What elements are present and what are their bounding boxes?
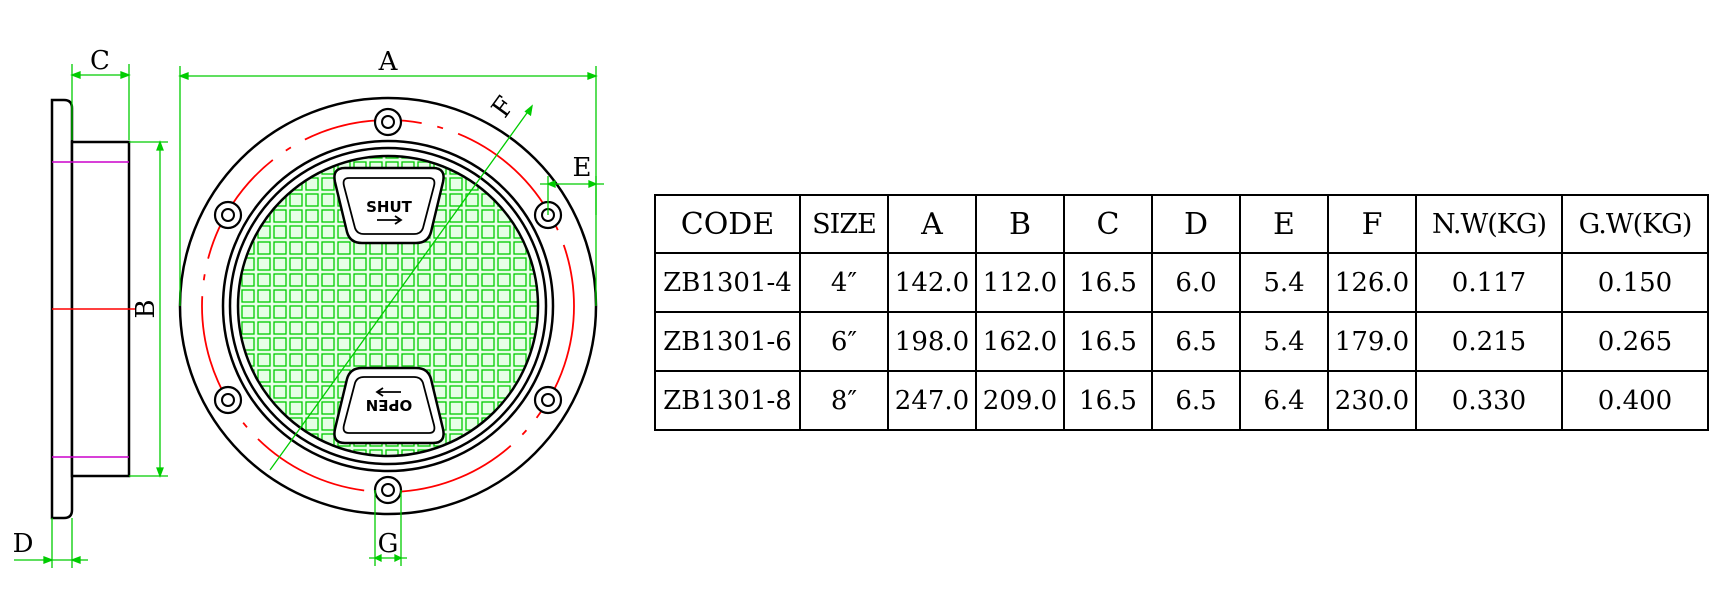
table-row: ZB1301-8 8″ 247.0 209.0 16.5 6.5 6.4 230… <box>654 370 1709 431</box>
header-gross-weight: G.W(KG) <box>1561 194 1709 254</box>
cell-b: 209.0 <box>975 370 1065 431</box>
header-c: C <box>1063 194 1153 254</box>
table-header-row: CODE SIZE A B C D E F N.W(KG) G.W(KG) <box>654 194 1709 254</box>
lid-outer-ring <box>228 146 548 466</box>
cell-gross-weight: 0.150 <box>1561 252 1709 313</box>
cell-c: 16.5 <box>1063 370 1153 431</box>
cell-f: 126.0 <box>1327 252 1417 313</box>
dimension-f <box>269 104 533 471</box>
cell-size: 6″ <box>799 311 889 372</box>
cell-a: 247.0 <box>887 370 977 431</box>
table-row: ZB1301-6 6″ 198.0 162.0 16.5 6.5 5.4 179… <box>654 311 1709 372</box>
dimension-b-label: B <box>131 299 161 318</box>
dimension-a-label: A <box>378 47 399 77</box>
header-code: CODE <box>654 194 801 254</box>
cell-size: 8″ <box>799 370 889 431</box>
header-d: D <box>1151 194 1241 254</box>
dimension-g-label: G <box>378 529 399 559</box>
cell-code: ZB1301-8 <box>654 370 801 431</box>
cell-e: 6.4 <box>1239 370 1329 431</box>
dimension-c <box>70 64 131 140</box>
open-grip-pad: OPEN <box>333 366 445 445</box>
deck-plate-drawing: C B D SHUT <box>13 46 604 568</box>
screw-hole <box>533 385 563 415</box>
cell-net-weight: 0.215 <box>1415 311 1563 372</box>
cell-code: ZB1301-6 <box>654 311 801 372</box>
dimension-e <box>540 176 604 215</box>
table-row: ZB1301-4 4″ 142.0 112.0 16.5 6.0 5.4 126… <box>654 252 1709 313</box>
cell-net-weight: 0.117 <box>1415 252 1563 313</box>
header-a: A <box>887 194 977 254</box>
cell-f: 230.0 <box>1327 370 1417 431</box>
specification-table: CODE SIZE A B C D E F N.W(KG) G.W(KG) ZB… <box>654 194 1709 431</box>
header-net-weight: N.W(KG) <box>1415 194 1563 254</box>
dimension-e-label: E <box>573 153 592 183</box>
screw-hole <box>213 200 243 230</box>
header-e: E <box>1239 194 1329 254</box>
cell-f: 179.0 <box>1327 311 1417 372</box>
cell-d: 6.0 <box>1151 252 1241 313</box>
header-f: F <box>1327 194 1417 254</box>
cell-e: 5.4 <box>1239 252 1329 313</box>
dimension-b <box>129 140 168 478</box>
arrow-right-icon <box>375 387 401 397</box>
screw-hole <box>213 385 243 415</box>
cell-c: 16.5 <box>1063 252 1153 313</box>
cell-gross-weight: 0.265 <box>1561 311 1709 372</box>
open-label: OPEN <box>366 396 413 414</box>
cell-a: 142.0 <box>887 252 977 313</box>
dimension-d <box>14 518 88 568</box>
cell-net-weight: 0.330 <box>1415 370 1563 431</box>
header-size: SIZE <box>799 194 889 254</box>
cell-d: 6.5 <box>1151 311 1241 372</box>
cell-code: ZB1301-4 <box>654 252 801 313</box>
screw-hole <box>373 107 403 137</box>
cell-a: 198.0 <box>887 311 977 372</box>
arrow-right-icon <box>377 215 403 225</box>
shut-grip-pad: SHUT <box>333 166 445 245</box>
shut-label: SHUT <box>366 198 413 216</box>
cell-e: 5.4 <box>1239 311 1329 372</box>
dimension-d-label: D <box>13 529 34 559</box>
screw-hole <box>373 475 403 505</box>
dimension-g <box>369 490 407 566</box>
dimension-f-label: F <box>486 91 521 123</box>
cell-b: 162.0 <box>975 311 1065 372</box>
cell-c: 16.5 <box>1063 311 1153 372</box>
header-b: B <box>975 194 1065 254</box>
cell-gross-weight: 0.400 <box>1561 370 1709 431</box>
side-profile-view <box>50 98 135 520</box>
cell-d: 6.5 <box>1151 370 1241 431</box>
cell-b: 112.0 <box>975 252 1065 313</box>
dimension-c-label: C <box>90 46 110 76</box>
cell-size: 4″ <box>799 252 889 313</box>
